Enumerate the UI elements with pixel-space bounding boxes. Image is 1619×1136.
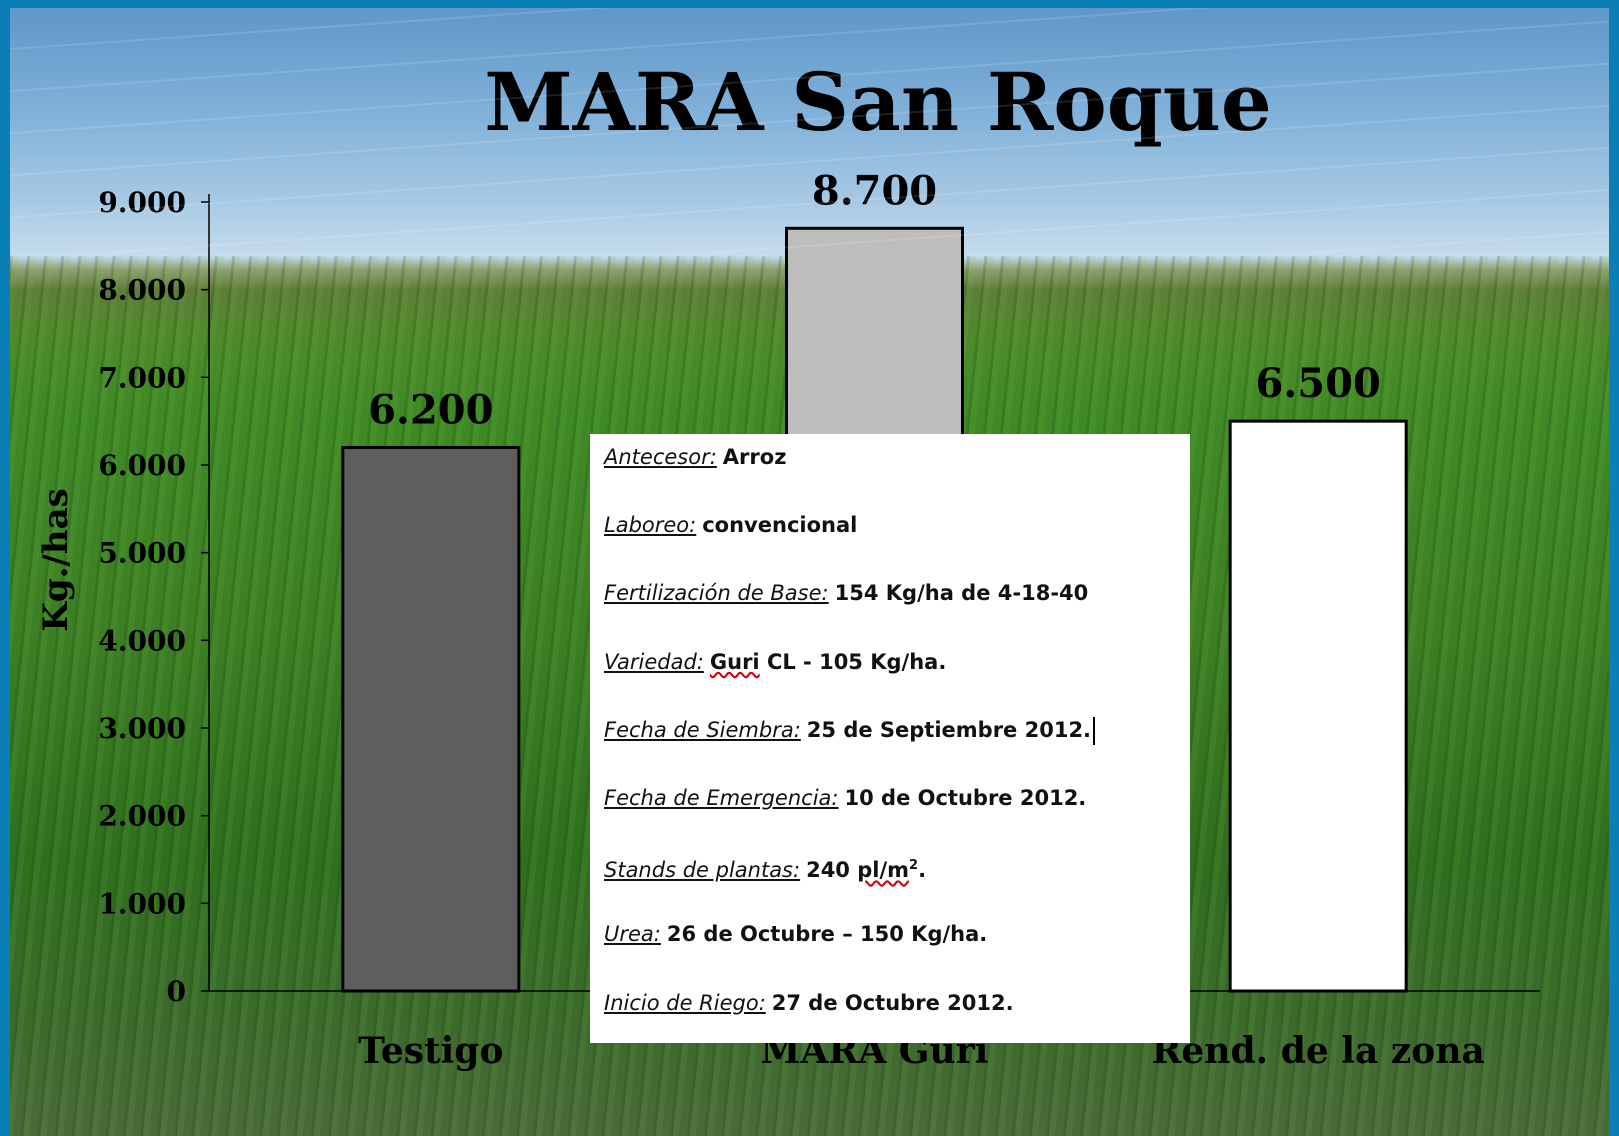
info-value: 26 de Octubre – 150 Kg/ha. <box>666 922 988 947</box>
bar-0 <box>341 445 521 993</box>
bar-data-label: 8.700 <box>812 167 937 214</box>
spellcheck-flagged-word: Guri <box>709 649 760 674</box>
info-label: Urea: <box>604 922 661 947</box>
y-tick-label: 2.000 <box>98 800 186 833</box>
y-tick-label: 9.000 <box>98 186 186 219</box>
bar-data-label: 6.200 <box>368 386 493 433</box>
x-category-label: Rend. de la zona <box>1151 1030 1484 1072</box>
y-tick-label: 4.000 <box>98 624 186 657</box>
info-value: 154 Kg/ha de 4-18-40 <box>834 581 1089 606</box>
y-tick-label: 0 <box>167 975 186 1008</box>
info-value-rest: CL - 105 Kg/ha. <box>766 649 947 674</box>
crop-info-box: Antecesor:Arroz Laboreo:convencional Fer… <box>590 434 1190 1043</box>
info-row-urea: Urea:26 de Octubre – 150 Kg/ha. <box>604 919 1190 987</box>
info-label: Fecha de Emergencia: <box>604 785 839 810</box>
y-axis-label: Kg./has <box>36 488 76 631</box>
info-value: convencional <box>702 513 858 538</box>
info-row-antecesor: Antecesor:Arroz <box>604 442 1190 510</box>
info-value: 27 de Octubre 2012. <box>771 990 1014 1015</box>
info-value: Guri CL - 105 Kg/ha. <box>710 650 946 674</box>
info-row-fecha-siembra: Fecha de Siembra:25 de Septiembre 2012. <box>604 715 1190 783</box>
bar-data-label: 6.500 <box>1256 360 1381 407</box>
info-value: Arroz <box>722 445 787 469</box>
y-tick-label: 8.000 <box>98 274 186 307</box>
info-row-stands: Stands de plantas:240 pl/m2. <box>604 851 1190 919</box>
info-label: Variedad: <box>604 649 704 674</box>
slide-background: MARA San Roque Kg./has 0 1.000 2.000 3.000 4… <box>10 8 1609 1136</box>
x-category-label: Testigo <box>358 1030 503 1072</box>
info-label: Antecesor: <box>604 445 717 469</box>
info-value: 240 pl/m2. <box>806 858 926 882</box>
superscript: 2 <box>909 858 919 874</box>
info-label: Inicio de Riego: <box>604 990 766 1015</box>
text-cursor <box>1093 716 1096 745</box>
info-row-laboreo: Laboreo:convencional <box>604 510 1190 578</box>
info-label: Stands de plantas: <box>604 858 801 883</box>
info-label: Laboreo: <box>604 513 697 538</box>
spellcheck-flagged-word: pl/m <box>857 858 910 883</box>
info-label: Fecha de Siembra: <box>604 717 801 742</box>
y-axis-ticks: 0 1.000 2.000 3.000 4.000 5.000 6.000 7.000 8.00… <box>98 186 209 1008</box>
info-row-variedad: Variedad:Guri CL - 105 Kg/ha. <box>604 647 1190 715</box>
y-tick-label: 7.000 <box>98 361 186 394</box>
info-value-end: . <box>918 858 927 883</box>
y-tick-label: 3.000 <box>98 712 186 745</box>
y-tick-label: 5.000 <box>98 537 186 570</box>
info-value-number: 240 <box>806 858 850 883</box>
info-row-fertilizacion: Fertilización de Base:154 Kg/ha de 4-18-… <box>604 578 1190 646</box>
bar-2 <box>1228 419 1408 993</box>
info-row-fecha-emergencia: Fecha de Emergencia:10 de Octubre 2012. <box>604 783 1190 851</box>
y-tick-label: 6.000 <box>98 449 186 482</box>
info-label: Fertilización de Base: <box>604 581 829 606</box>
chart-title: MARA San Roque <box>484 55 1272 149</box>
info-value: 10 de Octubre 2012. <box>844 785 1087 810</box>
info-value: 25 de Septiembre 2012. <box>806 717 1092 742</box>
y-tick-label: 1.000 <box>98 887 186 920</box>
info-row-inicio-riego: Inicio de Riego:27 de Octubre 2012. <box>604 988 1190 1056</box>
